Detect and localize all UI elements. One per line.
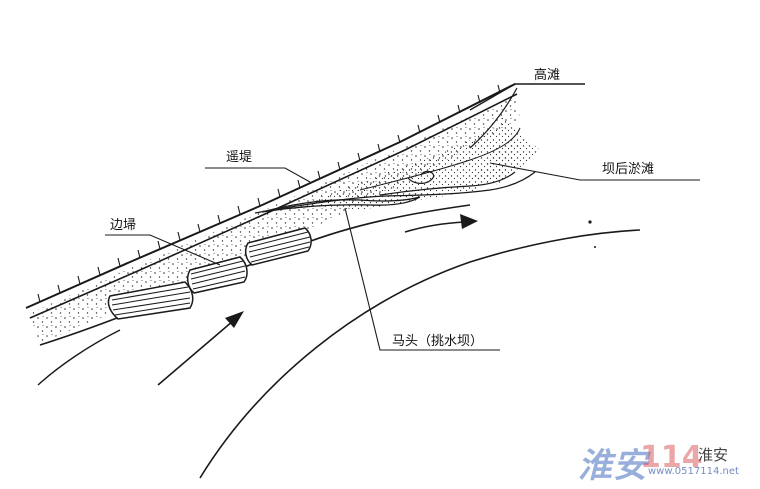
watermark-url: www.0517114.net (648, 466, 739, 477)
levee-bank-fill (28, 96, 520, 343)
leader-silt-beach (489, 162, 700, 181)
silt-beach-extension (470, 115, 540, 185)
levee-inner-line (29, 93, 518, 319)
leader-bank-revetment (105, 234, 221, 266)
watermark-logo-number: 114 (640, 440, 703, 475)
watermark-name: 淮安 (698, 446, 729, 464)
label-silt-beach: 坝后淤滩 (602, 162, 655, 177)
stray-dot (588, 220, 592, 224)
silt-beach-fill (300, 125, 520, 210)
spur-dike-tail (379, 171, 516, 196)
flow-arrow-upper (404, 214, 478, 233)
leader-levee (205, 167, 311, 183)
revetment-bundle-3 (244, 227, 312, 266)
high-beach-bank (469, 87, 518, 149)
leader-spur-dike (344, 207, 500, 351)
flow-arrow-lower (157, 311, 244, 386)
label-levee: 遥堤 (226, 150, 253, 165)
river-outer-bank (199, 229, 641, 479)
label-spur-dike: 马头（挑水坝） (392, 334, 484, 349)
watermark-logo-text: 淮安 (578, 446, 648, 486)
watermark: 淮安 114 淮安 www.0517114.net (578, 438, 758, 486)
label-high-beach: 高滩 (534, 68, 561, 83)
levee-hachures (37, 84, 501, 303)
silt-beach-outline (359, 127, 521, 191)
high-beach-line (469, 83, 585, 111)
stray-dot-2 (594, 246, 596, 248)
label-bank-revetment: 边埽 (110, 218, 137, 233)
spur-dike (261, 196, 421, 213)
revetment-bundle-2 (186, 256, 248, 294)
river-short-curve (37, 329, 121, 386)
eddy-curl (407, 170, 435, 184)
